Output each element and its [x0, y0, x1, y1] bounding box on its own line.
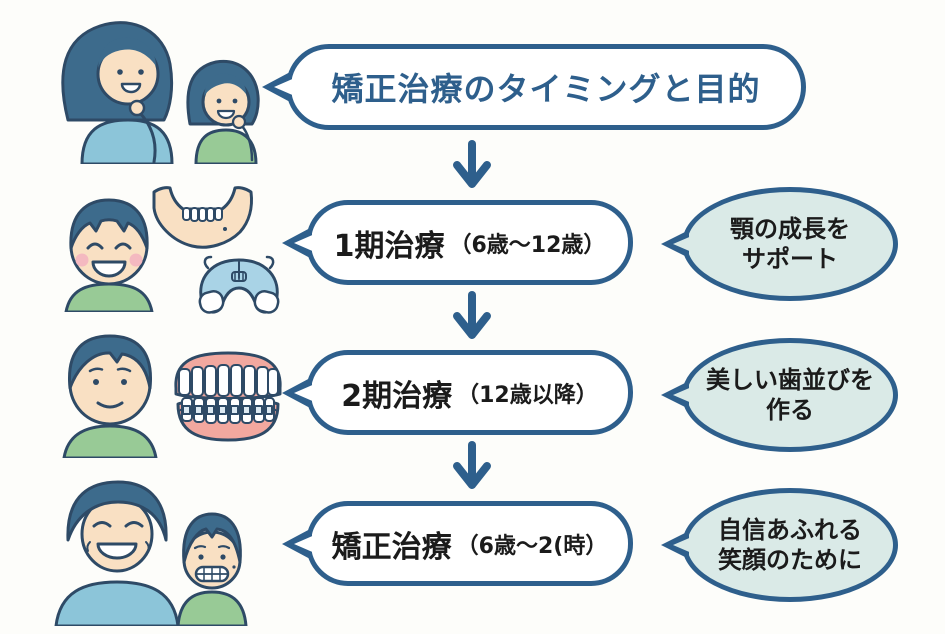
palatal-expander-icon [198, 255, 280, 314]
page-title: 矯正治療のタイミングと目的 [331, 70, 761, 108]
step3-age: （6歳〜2(時） [456, 533, 608, 559]
title-bubble: 矯正治療のタイミングと目的 [262, 44, 806, 130]
note2-bubble: 美しい歯並びを 作る [661, 338, 898, 452]
note2-line2: 作る [766, 396, 814, 424]
mother-and-child-illustration [61, 21, 260, 164]
down-arrow-icon-1 [453, 140, 491, 188]
step2-label: 2期治療 [341, 378, 453, 414]
step1-bubble: 1期治療 （6歳〜12歳） [282, 200, 633, 285]
note1-line1: 顎の成長を [730, 215, 850, 243]
note3-bubble: 自信あふれる 笑顔のために [661, 488, 898, 602]
step3-label: 矯正治療 [331, 529, 452, 565]
lower-jaw-icon [152, 186, 253, 249]
teen-boy-illustration [62, 334, 158, 458]
step2-bubble: 2期治療 （12歳以降） [282, 350, 633, 435]
teeth-with-braces-icon [174, 351, 282, 442]
step3-bubble: 矯正治療 （6歳〜2(時） [282, 501, 633, 586]
down-arrow-icon-3 [453, 441, 491, 489]
step1-label: 1期治療 [333, 228, 445, 264]
note3-line2: 笑顔のために [718, 546, 862, 574]
step1-age: （6歳〜12歳） [449, 232, 606, 258]
note2-line1: 美しい歯並びを [706, 366, 874, 394]
step2-age: （12歳以降） [457, 382, 598, 408]
down-arrow-icon-2 [453, 291, 491, 339]
father-and-son-illustration [54, 480, 248, 626]
note1-line2: サポート [742, 245, 838, 273]
note3-line1: 自信あふれる [718, 516, 862, 544]
boy-face-icon [64, 198, 154, 312]
note1-bubble: 顎の成長を サポート [661, 187, 898, 301]
